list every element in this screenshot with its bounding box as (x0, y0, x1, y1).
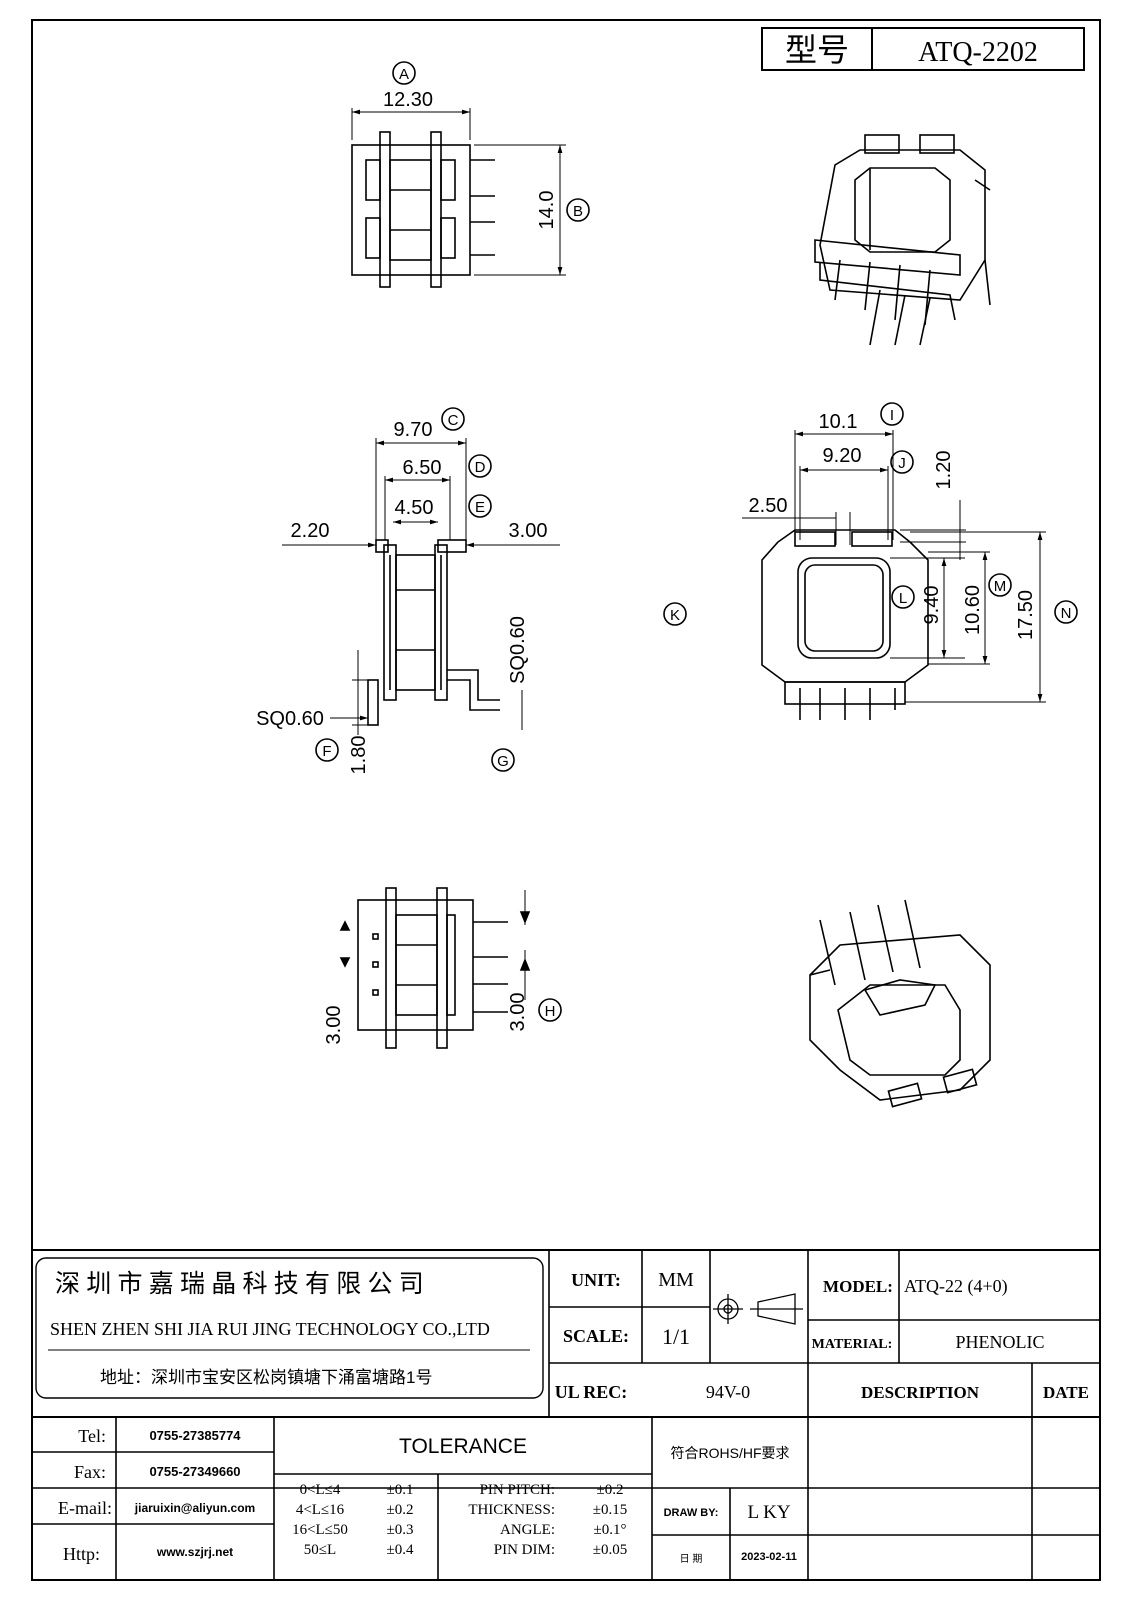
fax-value: 0755-27349660 (149, 1464, 240, 1479)
side-view: 9.70 C 6.50 D 4.50 E 2.20 3.00 (256, 407, 560, 775)
tol-value-3: ±0.4 (387, 1542, 414, 1558)
pin-sq-right: SQ0.60 (507, 616, 529, 684)
dim-i: 10.1 (819, 411, 858, 433)
tel-value: 0755-27385774 (149, 1428, 241, 1443)
address: 地址：深圳市宝安区松岗镇塘下涌富塘路1号 (100, 1368, 432, 1387)
model-box: 型号 ATQ-2202 (761, 27, 1085, 71)
company-cn: 深 圳 市 嘉 瑞 晶 科 技 有 限 公 司 (55, 1270, 424, 1298)
dim-pitch-left: 3.00 (323, 1006, 345, 1045)
tol-range-3: 50≤L (304, 1542, 336, 1558)
dim-n: 17.50 (1015, 590, 1037, 640)
top-view: A 12.30 14.0 B (351, 61, 590, 288)
tol-spec-name-3: PIN DIM: (494, 1542, 555, 1558)
tol-value-2: ±0.3 (387, 1522, 414, 1538)
model-value: ATQ-22 (4+0) (904, 1276, 1008, 1297)
dim-top-right: 1.20 (933, 451, 955, 490)
tolerance-label: TOLERANCE (399, 1435, 527, 1458)
rohs-note: 符合ROHS/HF要求 (671, 1445, 790, 1461)
bottom-view: 3.00 3.00 H (323, 887, 562, 1049)
tol-spec-value-2: ±0.1° (594, 1522, 627, 1538)
tol-value-1: ±0.2 (387, 1502, 414, 1518)
scale-value: 1/1 (662, 1324, 690, 1349)
description-label: DESCRIPTION (861, 1383, 980, 1402)
scale-label: SCALE: (563, 1326, 629, 1346)
dim-e: 4.50 (395, 497, 434, 519)
sheet-border (31, 19, 1101, 1581)
callout-f: F (322, 743, 331, 760)
callout-m: M (994, 578, 1007, 595)
company-en: SHEN ZHEN SHI JIA RUI JING TECHNOLOGY CO… (50, 1319, 490, 1339)
dim-c: 9.70 (394, 419, 433, 441)
model-box-value: ATQ-2202 (918, 37, 1038, 68)
material-value: PHENOLIC (956, 1332, 1045, 1352)
tol-range-2: 16<L≤50 (292, 1522, 348, 1538)
dim-pitch-right: 3.00 (507, 993, 529, 1032)
callout-e: E (475, 499, 485, 516)
title-block-text: 深 圳 市 嘉 瑞 晶 科 技 有 限 公 司 SHEN ZHEN SHI JI… (50, 1269, 1089, 1565)
material-label: MATERIAL: (812, 1337, 893, 1352)
dim-right: 3.00 (509, 520, 548, 542)
callout-j: J (898, 455, 906, 472)
tol-value-0: ±0.1 (387, 1482, 414, 1498)
ul-label: UL REC: (555, 1382, 628, 1402)
dim-left: 2.20 (291, 520, 330, 542)
model-box-label: 型号 (785, 32, 849, 68)
callout-i: I (890, 407, 894, 424)
dim-m: 10.60 (962, 585, 984, 635)
callout-g: G (497, 753, 509, 770)
callout-h: H (545, 1003, 556, 1020)
callout-a: A (399, 66, 409, 83)
callout-b: B (573, 203, 583, 220)
tol-range-0: 0<L≤4 (300, 1482, 341, 1498)
callout-n: N (1061, 605, 1072, 622)
fax-label: Fax: (74, 1462, 106, 1482)
http-label: Http: (63, 1544, 100, 1564)
callout-d: D (475, 459, 486, 476)
draw-by-label: DRAW BY: (664, 1507, 719, 1519)
tol-spec-name-1: THICKNESS: (468, 1502, 555, 1518)
draw-by-value: L KY (747, 1502, 790, 1523)
ul-value: 94V-0 (706, 1382, 750, 1402)
dim-j: 9.20 (823, 445, 862, 467)
date-value: 2023-02-11 (741, 1551, 797, 1563)
callout-c: C (448, 412, 459, 429)
tol-range-1: 4<L≤16 (296, 1502, 345, 1518)
front-view: 10.1 I 9.20 J 2.50 1.20 K L (663, 402, 1078, 720)
email-value: jiaruixin@aliyun.com (134, 1501, 255, 1515)
callout-l: L (899, 590, 907, 607)
dim-f: 1.80 (348, 736, 370, 775)
tol-spec-value-3: ±0.05 (593, 1542, 627, 1558)
dim-height: 14.0 (536, 191, 558, 230)
model-label: MODEL: (823, 1277, 893, 1296)
callout-a-circle (392, 61, 416, 85)
tol-spec-name-2: ANGLE: (500, 1522, 555, 1538)
title-block (32, 1249, 1100, 1580)
tol-spec-value-0: ±0.2 (597, 1482, 624, 1498)
tol-spec-name-0: PIN PITCH: (480, 1482, 555, 1498)
tol-spec-value-1: ±0.15 (593, 1502, 627, 1518)
tel-label: Tel: (78, 1426, 106, 1446)
dim-d: 6.50 (403, 457, 442, 479)
http-value: www.szjrj.net (156, 1545, 233, 1559)
dim-k-left: 2.50 (749, 495, 788, 517)
iso-view-bottom (809, 899, 991, 1108)
dim-l: 9.40 (921, 586, 943, 625)
callout-k: K (670, 607, 680, 624)
unit-value: MM (658, 1269, 694, 1291)
projection-symbol-icon (713, 1293, 803, 1325)
date-label: DATE (1043, 1383, 1089, 1402)
dim-width: 12.30 (383, 89, 433, 111)
unit-label: UNIT: (571, 1270, 621, 1290)
email-label: E-mail: (58, 1498, 112, 1518)
pin-sq-left: SQ0.60 (256, 708, 324, 730)
iso-view-top (814, 134, 991, 346)
date-row-label: 日 期 (680, 1553, 703, 1565)
